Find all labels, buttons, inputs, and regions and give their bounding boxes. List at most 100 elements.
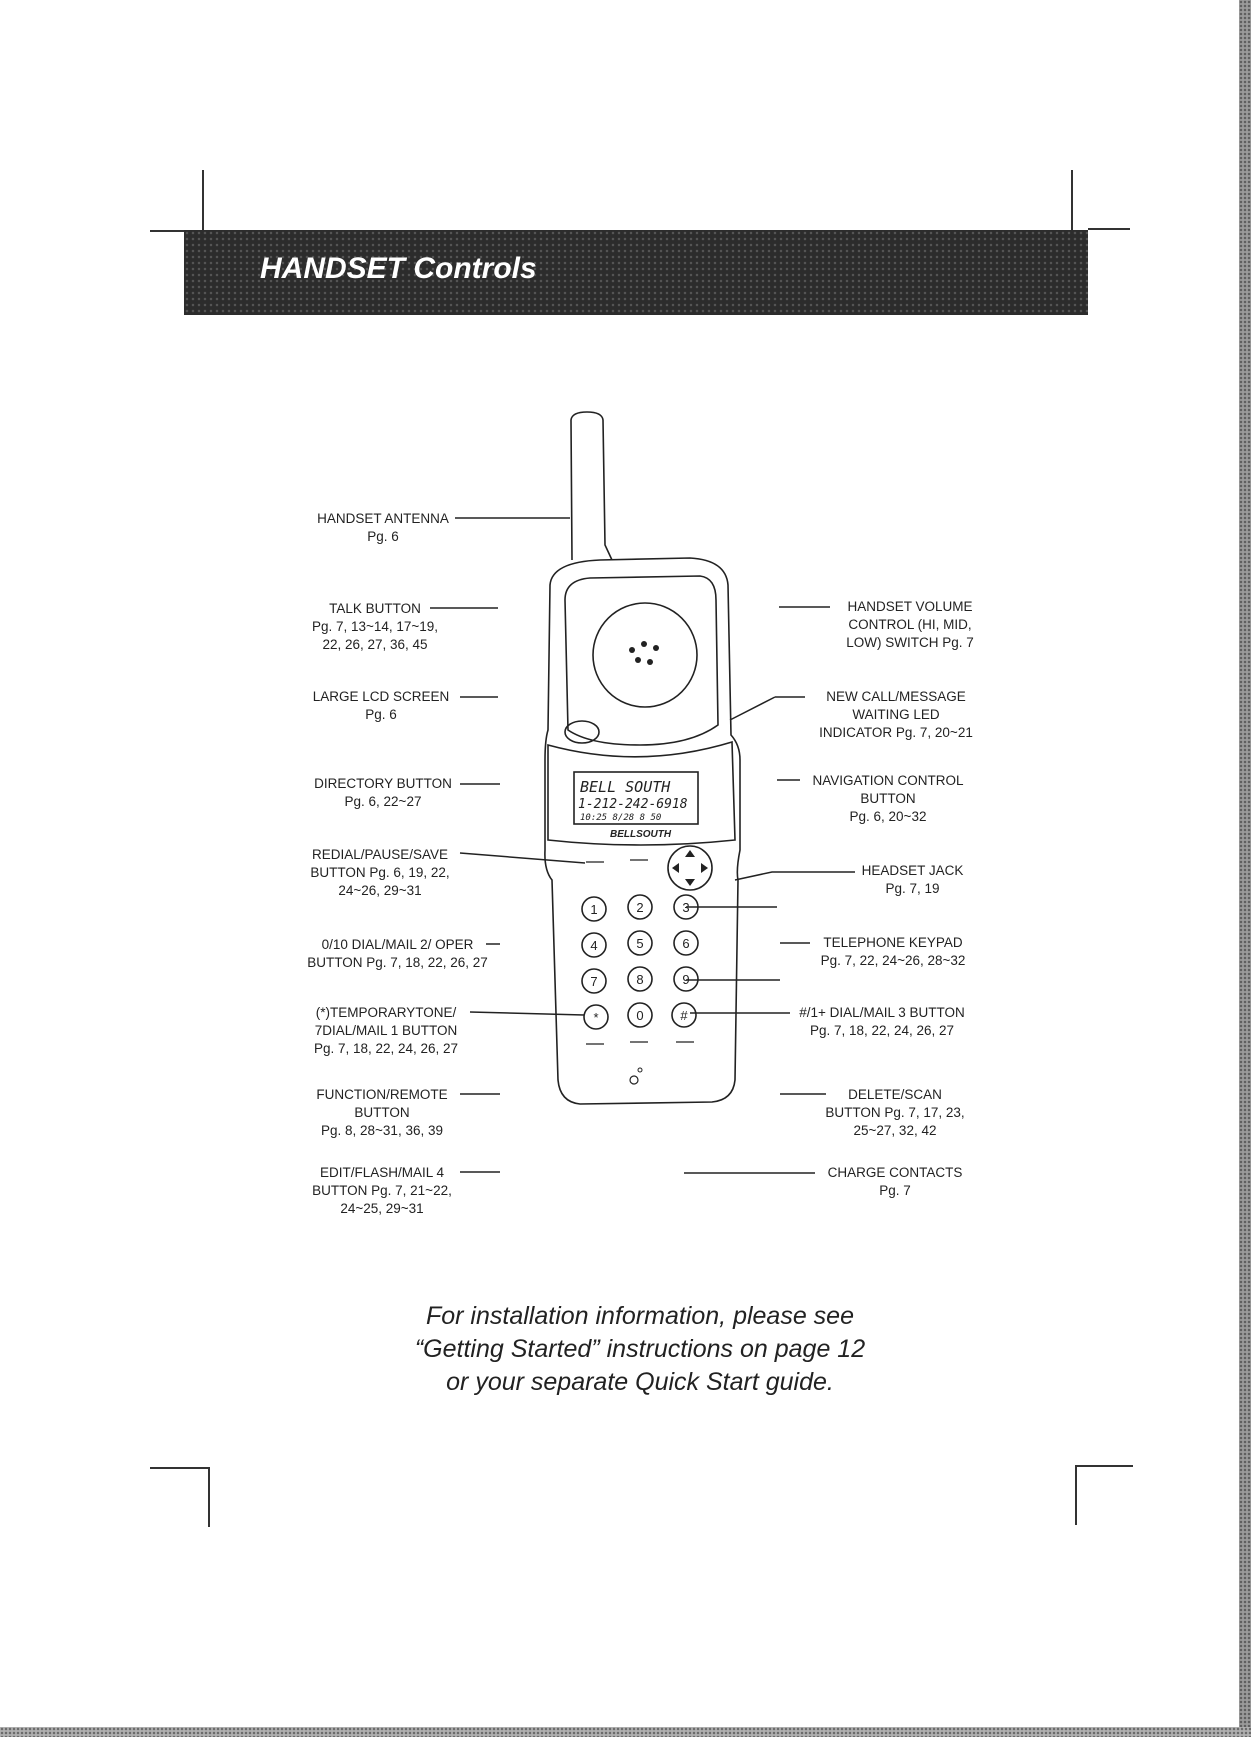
- label-page: 24~26, 29~31: [338, 883, 422, 898]
- crop-mark: [1075, 1465, 1077, 1525]
- label-text: EDIT/FLASH/MAIL 4: [319, 1165, 445, 1180]
- label-function-button: FUNCTION/REMOTE BUTTON Pg. 8, 28~31, 36,…: [308, 1086, 456, 1140]
- label-text: TALK BUTTON: [329, 601, 421, 616]
- key-9: [673, 966, 699, 992]
- key-star: [583, 1004, 609, 1030]
- crop-mark: [150, 1467, 208, 1469]
- label-page: 7DIAL/MAIL 1 BUTTON: [314, 1023, 458, 1038]
- key-label: 4: [590, 938, 597, 953]
- label-text: HANDSET VOLUME: [847, 599, 973, 614]
- lcd-line-1: BELL SOUTH: [580, 778, 671, 796]
- label-text: CONTROL (HI, MID,: [848, 617, 972, 632]
- label-page: Pg. 7, 22, 24~26, 28~32: [820, 953, 966, 968]
- label-page: 22, 26, 27, 36, 45: [322, 637, 428, 652]
- note-line: For installation information, please see: [425, 1302, 854, 1330]
- earpiece-panel: [564, 575, 719, 746]
- brand-logo: BELLSOUTH: [610, 829, 672, 840]
- key-label: 5: [636, 936, 643, 951]
- label-text: TELEPHONE KEYPAD: [823, 935, 963, 950]
- note-line: “Getting Started” instructions on page 1…: [414, 1335, 866, 1363]
- label-page: BUTTON Pg. 7, 21~22,: [312, 1183, 452, 1198]
- lcd-line-2: 1-212-242-6918: [578, 797, 688, 812]
- scan-edge-bottom: [0, 1727, 1251, 1737]
- key-label: #: [680, 1008, 688, 1023]
- label-page: LOW) SWITCH Pg. 7: [846, 635, 974, 650]
- key-7: [581, 968, 607, 994]
- leader-headset: [734, 871, 855, 881]
- label-headset-jack: HEADSET JACK Pg. 7, 19: [850, 862, 975, 898]
- leader-newcall: [729, 696, 805, 721]
- label-text: 0/10 DIAL/MAIL 2/ OPER: [321, 937, 474, 952]
- label-volume-control: HANDSET VOLUME CONTROL (HI, MID, LOW) SW…: [830, 598, 990, 652]
- crop-mark: [1071, 170, 1073, 230]
- key-6: [673, 930, 699, 956]
- crop-mark: [208, 1467, 210, 1527]
- lcd-screen: [573, 771, 699, 825]
- label-talk-button: TALK BUTTON Pg. 7, 13~14, 17~19, 22, 26,…: [300, 600, 450, 654]
- label-text: HANDSET ANTENNA: [317, 511, 449, 526]
- label-page: Pg. 7, 13~14, 17~19,: [311, 619, 439, 634]
- label-text: DELETE/SCAN: [848, 1087, 942, 1102]
- note-line: or your separate Quick Start guide.: [446, 1368, 834, 1396]
- label-text: LARGE LCD SCREEN: [312, 689, 450, 704]
- label-page: Pg. 7: [879, 1183, 911, 1198]
- key-label: 9: [682, 972, 689, 987]
- label-page: Pg. 7, 18, 22, 24, 26, 27: [809, 1023, 955, 1038]
- key-label: *: [593, 1010, 598, 1025]
- label-text: BUTTON: [354, 1105, 410, 1120]
- label-oper-button: 0/10 DIAL/MAIL 2/ OPER BUTTON Pg. 7, 18,…: [300, 936, 495, 972]
- key-label: 6: [682, 936, 689, 951]
- label-page: 24~25, 29~31: [340, 1201, 424, 1216]
- label-charge-contacts: CHARGE CONTACTS Pg. 7: [815, 1164, 975, 1200]
- label-text: NEW CALL/MESSAGE: [826, 689, 966, 704]
- key-label: 3: [682, 900, 689, 915]
- label-page: INDICATOR Pg. 7, 20~21: [819, 725, 973, 740]
- label-text: #/1+ DIAL/MAIL 3 BUTTON: [799, 1005, 965, 1020]
- key-label: 1: [590, 902, 597, 917]
- label-page: Pg. 8, 28~31, 36, 39: [321, 1123, 443, 1138]
- key-label: 7: [590, 974, 597, 989]
- key-2: [627, 894, 653, 920]
- crop-mark: [150, 230, 202, 232]
- label-page: Pg. 6: [365, 707, 397, 722]
- label-page: BUTTON Pg. 6, 19, 22,: [310, 865, 450, 880]
- label-navigation-control: NAVIGATION CONTROL BUTTON Pg. 6, 20~32: [802, 772, 974, 826]
- lcd-line-3: 10:25 8/28 8 50: [580, 813, 661, 823]
- installation-note: For installation information, please see…: [380, 1300, 900, 1399]
- label-text: WAITING LED: [852, 707, 940, 722]
- talk-button: [564, 720, 600, 744]
- label-text: FUNCTION/REMOTE: [316, 1087, 448, 1102]
- charge-contact: [629, 1075, 639, 1085]
- key-5: [627, 930, 653, 956]
- label-page: Pg. 7, 19: [885, 881, 940, 896]
- lcd-band: [547, 740, 736, 846]
- key-8: [627, 966, 653, 992]
- label-directory-button: DIRECTORY BUTTON Pg. 6, 22~27: [308, 775, 458, 811]
- label-page: Pg. 6, 20~32: [849, 809, 927, 824]
- charge-contact: [637, 1067, 643, 1073]
- label-text: HEADSET JACK: [861, 863, 964, 878]
- label-lcd-screen: LARGE LCD SCREEN Pg. 6: [300, 688, 462, 724]
- key-label: 8: [636, 972, 643, 987]
- handset-antenna: [570, 411, 613, 561]
- label-page: 25~27, 32, 42: [853, 1123, 937, 1138]
- speaker-grille: [592, 602, 698, 708]
- leader-tone: [469, 1011, 585, 1016]
- header-band: [184, 230, 1088, 315]
- crop-mark: [1088, 228, 1130, 230]
- keypad-keys: [581, 894, 699, 1030]
- leader-redial: [459, 852, 586, 864]
- crop-mark: [1075, 1465, 1133, 1467]
- key-hash: [671, 1002, 697, 1028]
- label-edit-button: EDIT/FLASH/MAIL 4 BUTTON Pg. 7, 21~22, 2…: [308, 1164, 456, 1218]
- label-text: CHARGE CONTACTS: [827, 1165, 963, 1180]
- label-page: Pg. 6, 22~27: [344, 794, 422, 809]
- label-redial-button: REDIAL/PAUSE/SAVE BUTTON Pg. 6, 19, 22, …: [300, 846, 460, 900]
- label-text: DIRECTORY BUTTON: [314, 776, 452, 791]
- key-label: 0: [636, 1008, 643, 1023]
- label-page: BUTTON Pg. 7, 17, 23,: [825, 1105, 965, 1120]
- label-dial1-button: #/1+ DIAL/MAIL 3 BUTTON Pg. 7, 18, 22, 2…: [792, 1004, 972, 1040]
- label-delete-scan: DELETE/SCAN BUTTON Pg. 7, 17, 23, 25~27,…: [815, 1086, 975, 1140]
- navigation-control: [667, 845, 713, 891]
- key-4: [581, 932, 607, 958]
